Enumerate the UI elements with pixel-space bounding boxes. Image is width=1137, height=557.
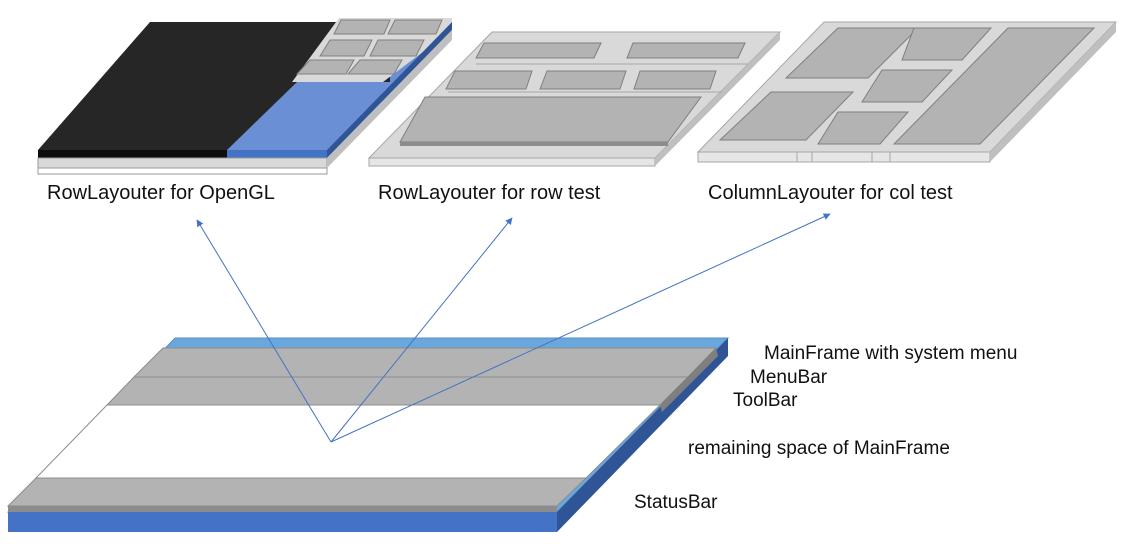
- opengl-layout: [37, 18, 452, 175]
- label-remaining-space: remaining space of MainFrame: [688, 438, 950, 459]
- row-test-block: [539, 70, 627, 90]
- opengl-tile: [369, 39, 425, 57]
- col-test-block: [718, 91, 855, 141]
- col-test-layout: [696, 21, 1118, 163]
- caption-opengl: RowLayouter for OpenGL: [47, 182, 275, 204]
- toolbar-layer: [105, 376, 690, 406]
- opengl-plate-side: [327, 30, 452, 168]
- col-test-block: [892, 27, 1096, 145]
- opengl-tile: [387, 19, 443, 35]
- col-test-block: [901, 27, 993, 61]
- arrows: [196, 213, 831, 443]
- label-statusbar: StatusBar: [634, 492, 718, 513]
- col-test-block: [784, 27, 920, 79]
- col-test-block: [861, 69, 954, 103]
- opengl-plate-bottom: [37, 167, 328, 175]
- opengl-tile: [333, 19, 391, 35]
- opengl-front-blue: [227, 150, 327, 158]
- opengl-tile: [319, 39, 373, 57]
- arrow-to-row-test: [330, 217, 513, 443]
- caption-row-test: RowLayouter for row test: [378, 182, 601, 204]
- remaining-space: [34, 404, 662, 479]
- row-test-side: [655, 32, 780, 166]
- statusbar-layer: [6, 477, 588, 507]
- mainframe-front: [8, 512, 557, 532]
- row-test-block: [445, 70, 533, 90]
- opengl-tile: [346, 59, 403, 75]
- label-menubar: MenuBar: [750, 367, 828, 388]
- bars-side: [660, 348, 718, 412]
- arrow-to-opengl: [196, 219, 332, 443]
- mainframe-stack: [6, 337, 730, 532]
- col-test-side: [990, 22, 1116, 162]
- menubar-layer: [132, 347, 718, 378]
- caption-col-test: ColumnLayouter for col test: [708, 182, 953, 204]
- arrow-to-col-test: [330, 213, 831, 443]
- label-mainframe: MainFrame with system menu: [764, 343, 1018, 364]
- col-test-front: [697, 151, 991, 163]
- row-test-block: [475, 42, 602, 59]
- row-test-layout: [367, 31, 782, 167]
- row-test-block: [399, 96, 702, 143]
- opengl-tile: [295, 59, 355, 75]
- row-test-front: [368, 157, 656, 167]
- opengl-front-black: [38, 150, 227, 158]
- row-test-block: [626, 42, 746, 59]
- label-toolbar: ToolBar: [733, 390, 798, 411]
- row-test-block: [633, 70, 717, 90]
- row-test-block-edge: [400, 142, 668, 146]
- opengl-plate: [37, 157, 328, 169]
- opengl-blue-top: [227, 22, 452, 150]
- opengl-side: [327, 22, 452, 158]
- statusbar-front: [8, 506, 557, 512]
- col-test-block: [817, 111, 910, 145]
